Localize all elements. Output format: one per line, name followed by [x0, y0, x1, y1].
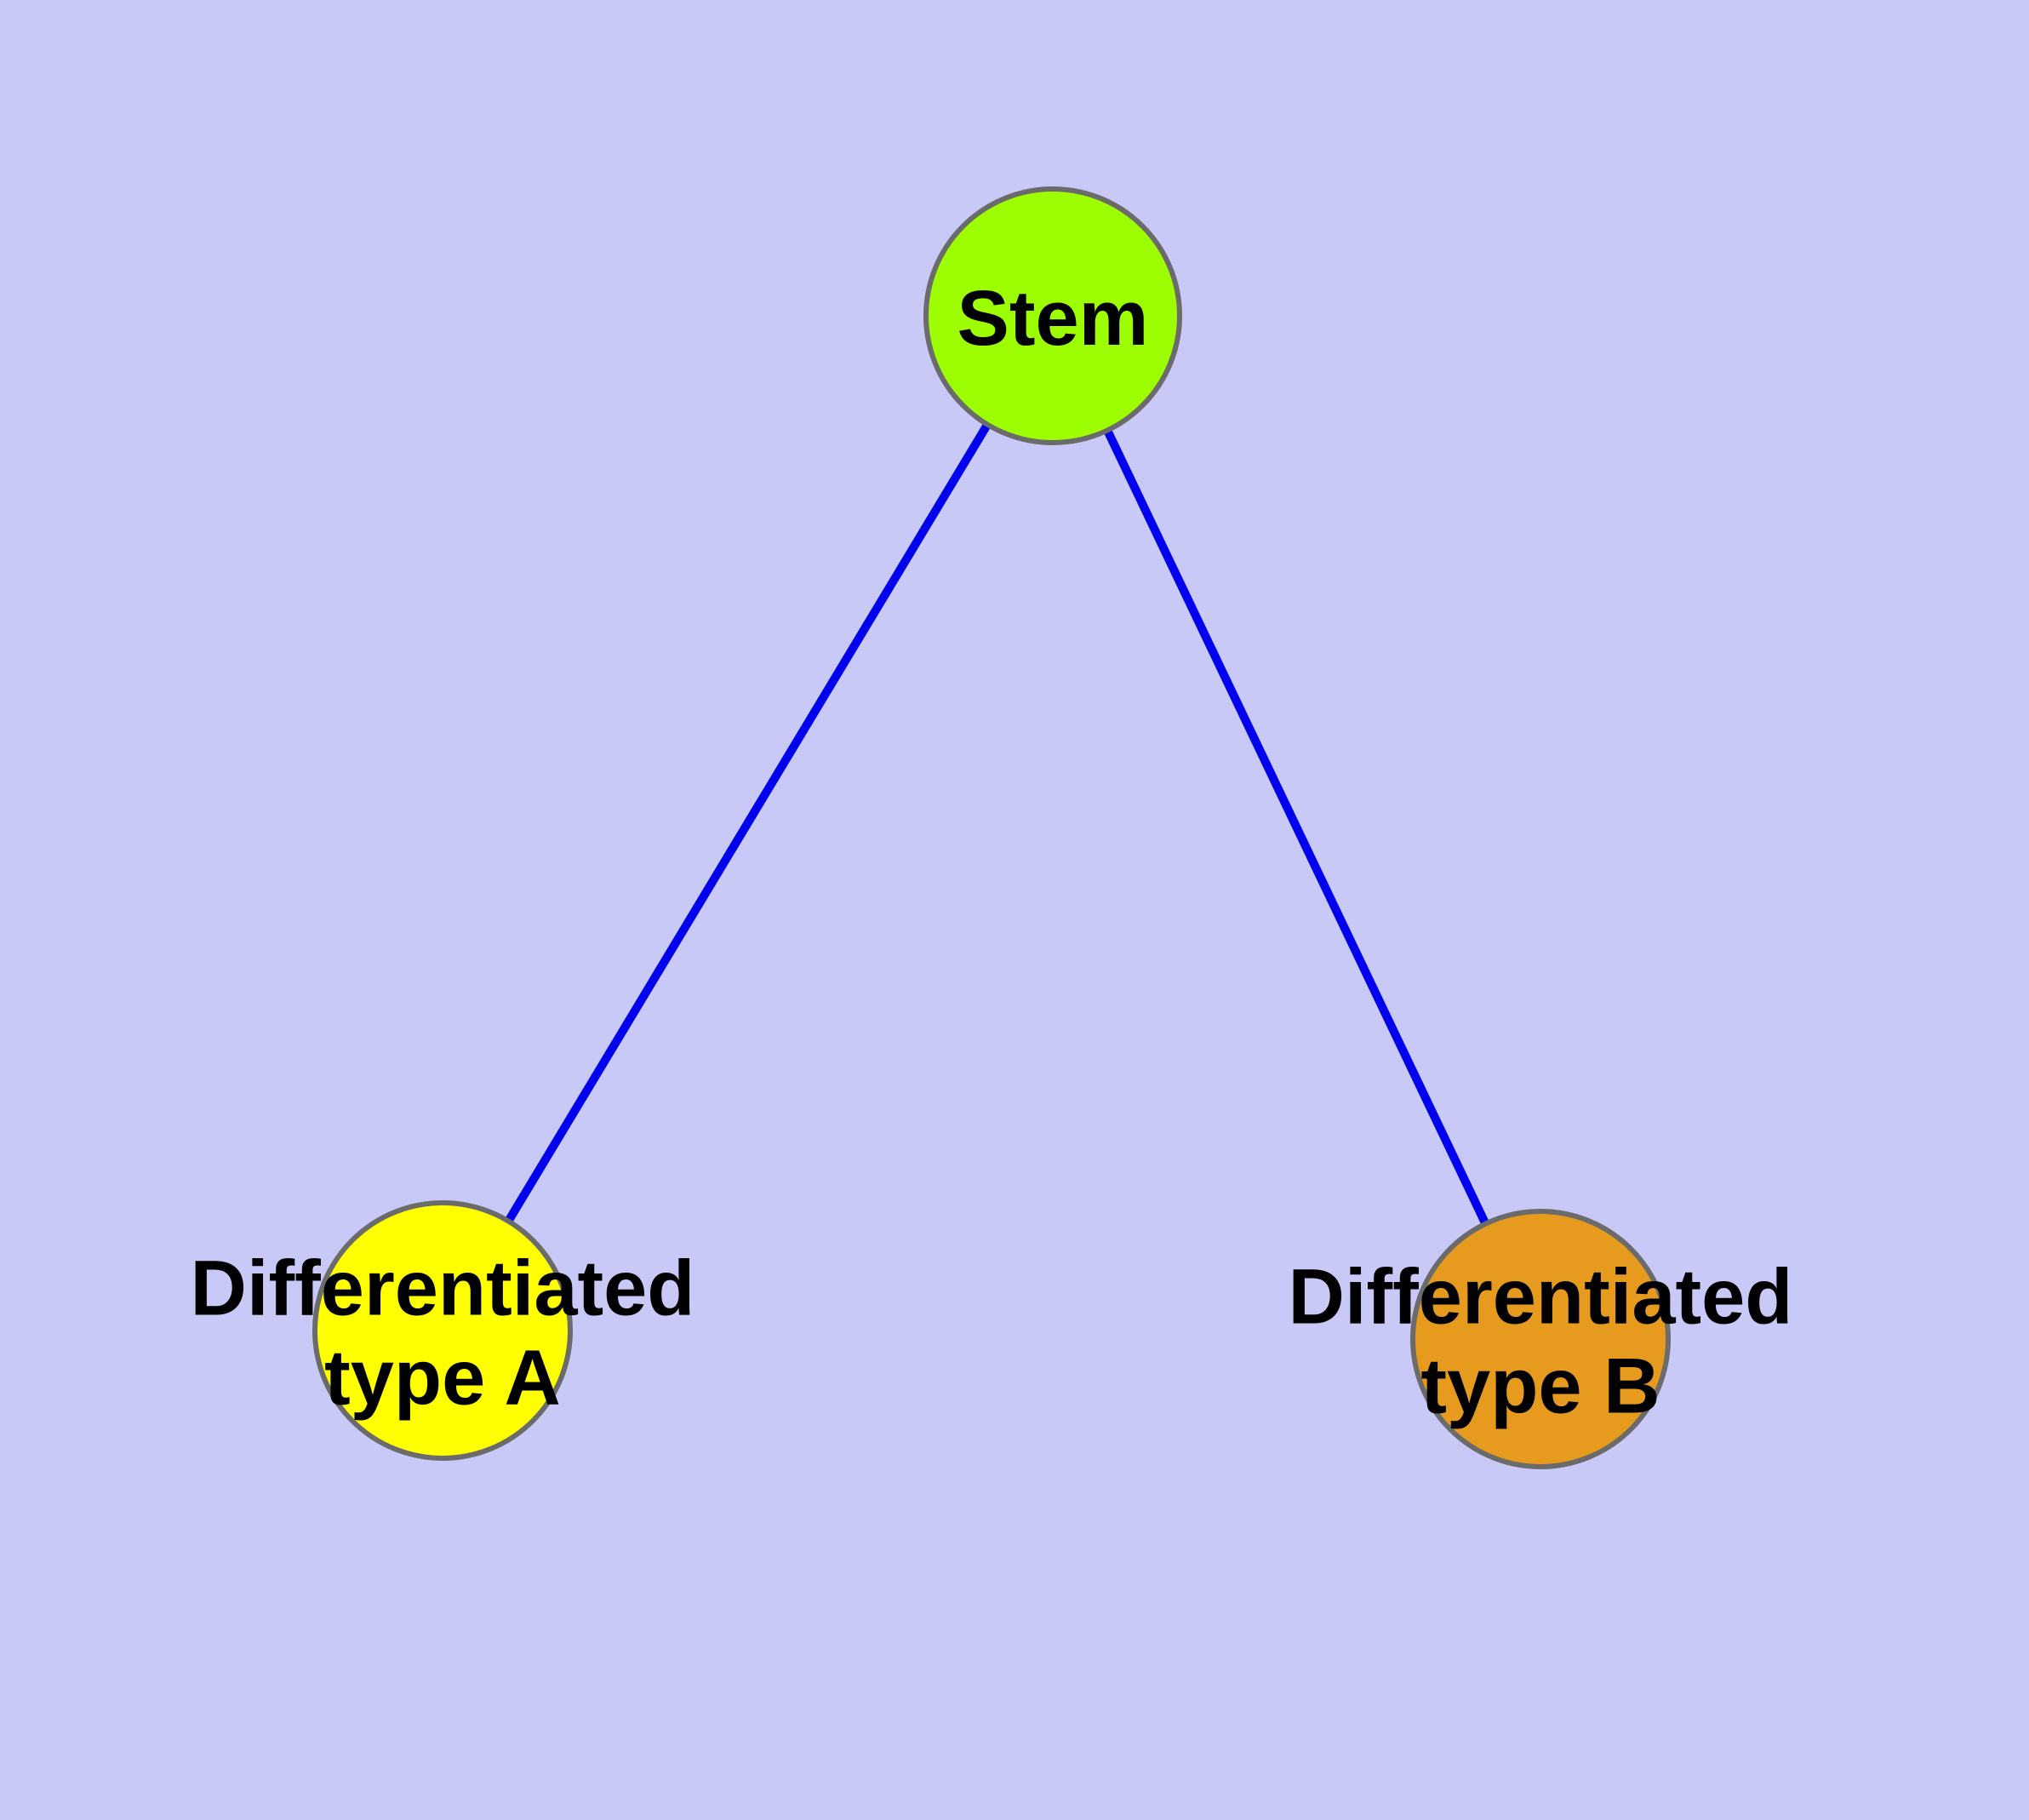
- edges-layer: [438, 313, 1545, 1342]
- node-circle-differentiated-type-a: [312, 1200, 573, 1461]
- node-stem: Stem: [923, 186, 1182, 445]
- node-circle-differentiated-type-b: [1410, 1209, 1671, 1469]
- edge-stem-to-differentiated-type-b: [1049, 313, 1545, 1342]
- edge-stem-to-differentiated-type-a: [438, 313, 1057, 1333]
- node-circle-stem: [923, 186, 1182, 445]
